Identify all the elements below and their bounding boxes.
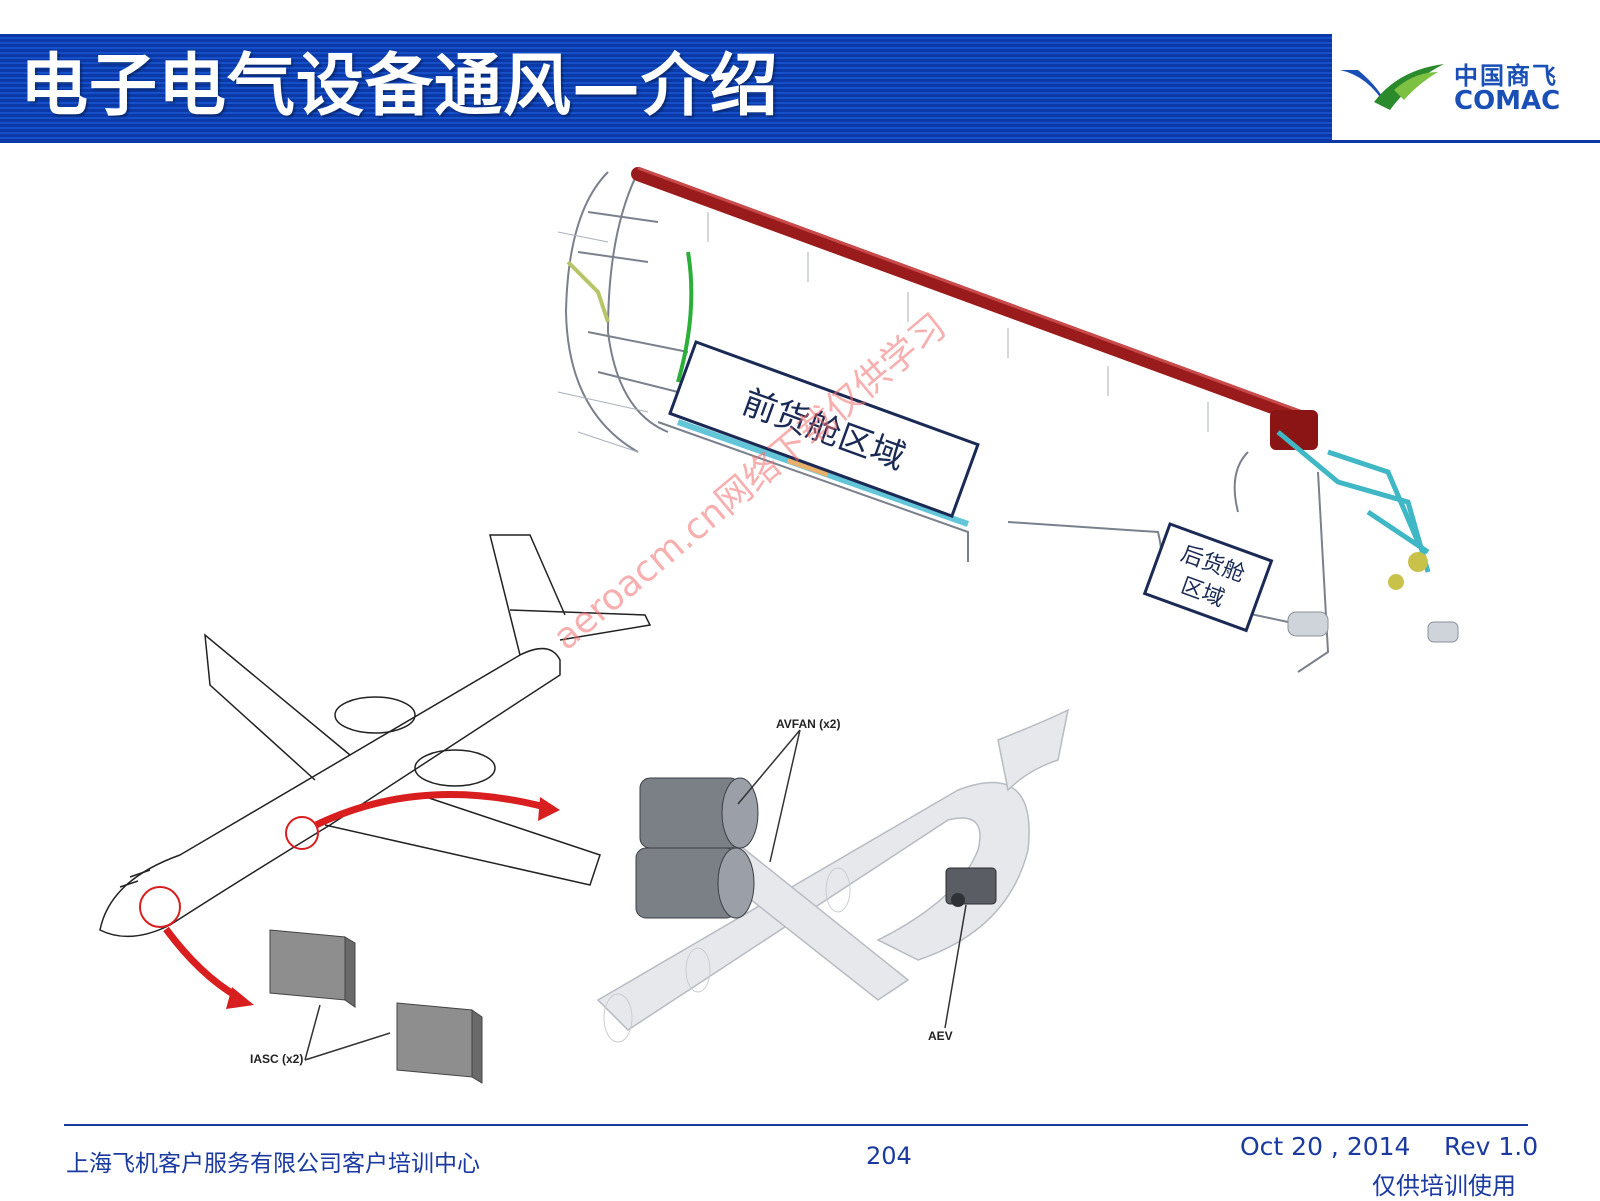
iasc-label: IASC (x2) bbox=[250, 1052, 303, 1066]
logo-english-text: COMAC bbox=[1454, 86, 1561, 116]
footer-divider bbox=[64, 1124, 1528, 1126]
footer-date: Oct 20 , 2014 bbox=[1240, 1132, 1411, 1161]
avfan-unit-2 bbox=[635, 847, 755, 919]
title-bar: 电子电气设备通风—介绍 bbox=[0, 34, 1332, 140]
aev-label: AEV bbox=[928, 1029, 953, 1043]
logo-chinese-text: 中国商飞 bbox=[1454, 62, 1558, 90]
avfan-label: AVFAN (x2) bbox=[776, 717, 840, 731]
iasc-unit-1 bbox=[269, 929, 356, 1008]
iasc-unit-2 bbox=[396, 1002, 483, 1084]
upper-red-duct bbox=[631, 167, 1315, 427]
aircraft-location-diagram: IASC (x2) bbox=[99, 534, 652, 1084]
footer-revision: Rev 1.0 bbox=[1444, 1132, 1539, 1161]
title-underline bbox=[0, 140, 1600, 143]
aev-valve bbox=[945, 867, 997, 907]
ventilation-duct-diagram: 前货舱区域 后货舱 区域 bbox=[548, 152, 1483, 697]
page-title: 电子电气设备通风—介绍 bbox=[20, 47, 780, 126]
avionics-fan-assembly-diagram: AVFAN (x2) AEV bbox=[596, 708, 1070, 1043]
forward-callout-arrow bbox=[163, 926, 240, 1001]
aircraft-outline bbox=[99, 534, 652, 938]
comac-logo-mark-icon bbox=[1340, 64, 1444, 110]
avfan-unit-1 bbox=[639, 777, 759, 849]
aft-callout-arrow bbox=[314, 791, 546, 829]
aft-cargo-region-box: 后货舱 区域 bbox=[1142, 522, 1274, 633]
footer-company: 上海飞机客户服务有限公司客户培训中心 bbox=[66, 1151, 480, 1177]
footer-usage-note: 仅供培训使用 bbox=[1372, 1172, 1516, 1200]
page-number: 204 bbox=[866, 1142, 912, 1170]
forward-location-marker bbox=[139, 886, 181, 928]
aft-location-marker bbox=[285, 816, 319, 850]
comac-logo: 中国商飞 COMAC bbox=[1338, 50, 1588, 130]
